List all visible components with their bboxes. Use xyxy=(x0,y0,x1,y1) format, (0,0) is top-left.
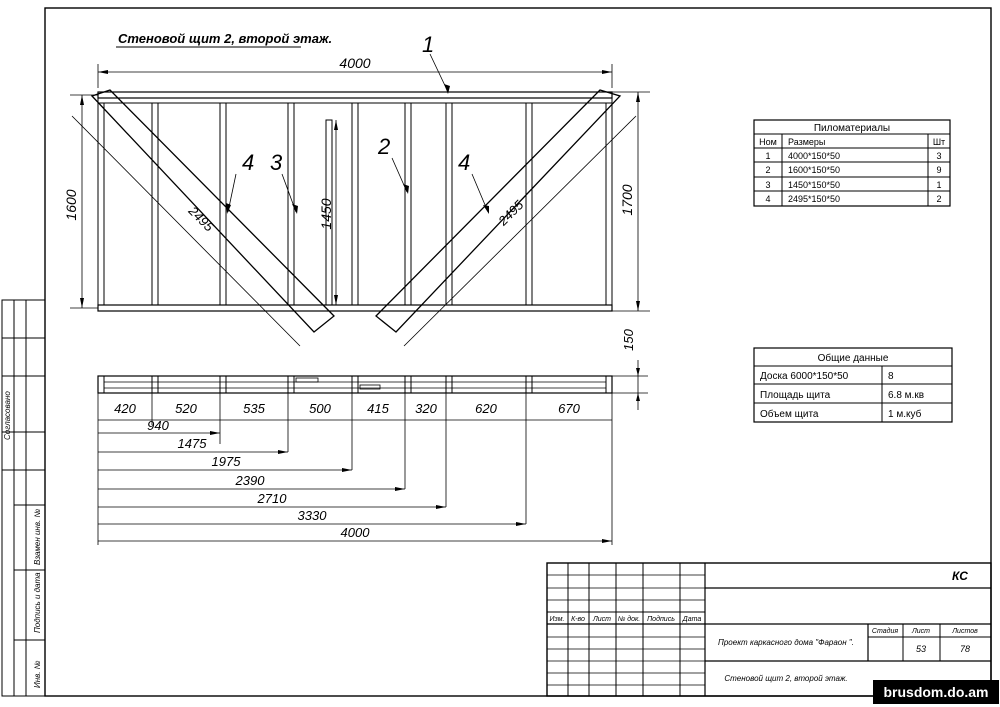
svg-text:500: 500 xyxy=(309,401,331,416)
svg-text:1600*150*50: 1600*150*50 xyxy=(788,165,840,175)
svg-text:1600: 1600 xyxy=(63,189,79,220)
svg-text:4000: 4000 xyxy=(339,55,370,71)
svg-text:1: 1 xyxy=(422,32,434,57)
dimension-stud-spacing: 420 520 535 500 415 320 620 670 xyxy=(97,393,613,545)
svg-text:535: 535 xyxy=(243,401,265,416)
dimension-cumulative: 940 1475 1975 2390 2710 3330 4000 xyxy=(98,418,612,543)
svg-text:3: 3 xyxy=(765,180,770,190)
wall-frame-plan-view xyxy=(97,375,613,394)
svg-text:Листов: Листов xyxy=(951,628,978,635)
svg-text:Стадия: Стадия xyxy=(872,627,898,635)
svg-text:415: 415 xyxy=(367,401,389,416)
svg-text:150: 150 xyxy=(621,328,636,350)
lumber-table: Пиломатериалы Ном Размеры Шт 1 4000*150*… xyxy=(753,119,951,207)
svg-text:Общие данные: Общие данные xyxy=(818,352,889,364)
svg-text:Площадь щита: Площадь щита xyxy=(760,390,831,401)
svg-text:1450: 1450 xyxy=(318,198,334,229)
svg-text:9: 9 xyxy=(936,165,941,175)
svg-text:2495: 2495 xyxy=(185,203,217,235)
callout-4-right: 4 xyxy=(458,150,489,214)
svg-text:4: 4 xyxy=(242,150,254,175)
svg-text:Размеры: Размеры xyxy=(788,137,825,147)
general-data-table: Общие данные Доска 6000*150*50 8 Площадь… xyxy=(753,347,953,423)
svg-text:2495: 2495 xyxy=(495,197,527,229)
dimension-right-height: 1700 xyxy=(612,91,650,312)
svg-text:320: 320 xyxy=(415,401,437,416)
callout-4-left: 4 xyxy=(226,150,254,214)
drawing-title: Стеновой щит 2, второй этаж. xyxy=(118,31,332,46)
svg-text:Лист: Лист xyxy=(592,616,611,623)
sheet-number: 53 xyxy=(916,644,926,654)
callout-1: 1 xyxy=(422,32,450,94)
dimension-inner-height: 1450 xyxy=(318,120,338,305)
svg-text:3: 3 xyxy=(936,151,941,161)
svg-text:670: 670 xyxy=(558,401,580,416)
svg-text:2390: 2390 xyxy=(235,473,266,488)
svg-text:2710: 2710 xyxy=(257,491,288,506)
svg-text:1: 1 xyxy=(936,180,941,190)
svg-text:Доска 6000*150*50: Доска 6000*150*50 xyxy=(760,371,849,382)
left-margin-strip: Согласовано Взамен инв. № Подпись и дата… xyxy=(1,299,46,697)
svg-text:1475: 1475 xyxy=(178,436,208,451)
sheet-name: Стеновой щит 2, второй этаж. xyxy=(724,674,847,683)
svg-text:1: 1 xyxy=(765,151,770,161)
sheet-border xyxy=(44,7,992,697)
svg-text:Объем щита: Объем щита xyxy=(760,408,819,420)
svg-text:420: 420 xyxy=(114,401,136,416)
svg-text:620: 620 xyxy=(475,401,497,416)
svg-text:Подпись: Подпись xyxy=(647,615,675,623)
svg-text:3: 3 xyxy=(270,150,283,175)
svg-text:8: 8 xyxy=(888,371,894,382)
svg-text:Лист: Лист xyxy=(911,628,930,635)
svg-text:1975: 1975 xyxy=(212,454,242,469)
svg-text:3330: 3330 xyxy=(298,508,328,523)
watermark-text: brusdom.do.am xyxy=(883,684,988,700)
dimension-thickness: 150 xyxy=(612,328,648,410)
watermark-box xyxy=(873,680,999,704)
svg-text:1 м.куб: 1 м.куб xyxy=(888,408,922,420)
svg-text:Дата: Дата xyxy=(682,616,702,623)
svg-text:1450*150*50: 1450*150*50 xyxy=(788,180,840,190)
signature-date-label: Подпись и дата xyxy=(33,572,42,633)
svg-text:520: 520 xyxy=(175,401,197,416)
project-name: Проект каркасного дома "Фараон ". xyxy=(718,638,854,647)
code-label: КС xyxy=(952,569,968,583)
svg-text:К-во: К-во xyxy=(571,616,585,623)
svg-text:1700: 1700 xyxy=(619,184,635,215)
svg-text:940: 940 xyxy=(147,418,169,433)
sheets-total: 78 xyxy=(960,644,970,654)
svg-text:Пиломатериалы: Пиломатериалы xyxy=(814,123,890,134)
callout-2: 2 xyxy=(377,134,409,194)
svg-text:2: 2 xyxy=(765,165,770,175)
svg-text:4000*150*50: 4000*150*50 xyxy=(788,151,840,161)
svg-text:2495*150*50: 2495*150*50 xyxy=(788,194,840,204)
callout-3: 3 xyxy=(270,150,298,214)
agreed-label: Согласовано xyxy=(3,391,12,440)
svg-text:4000: 4000 xyxy=(341,525,371,540)
dimension-top-length: 4000 xyxy=(97,55,613,88)
title-block: Изм. К-во Лист № док. Подпись Дата КС Пр… xyxy=(546,562,992,697)
svg-text:Изм.: Изм. xyxy=(550,616,565,623)
svg-text:Шт: Шт xyxy=(933,137,945,147)
replaced-inventory-label: Взамен инв. № xyxy=(33,509,42,565)
wall-frame-elevation xyxy=(90,89,622,333)
svg-text:4: 4 xyxy=(765,194,770,204)
svg-text:4: 4 xyxy=(458,150,470,175)
svg-text:Ном: Ном xyxy=(759,137,777,147)
svg-text:6.8 м.кв: 6.8 м.кв xyxy=(888,390,924,401)
svg-text:2: 2 xyxy=(377,134,390,159)
dimension-left-height: 1600 xyxy=(63,94,98,309)
svg-text:№ док.: № док. xyxy=(618,615,641,623)
svg-text:2: 2 xyxy=(936,194,941,204)
inventory-number-label: Инв. № xyxy=(33,660,42,688)
